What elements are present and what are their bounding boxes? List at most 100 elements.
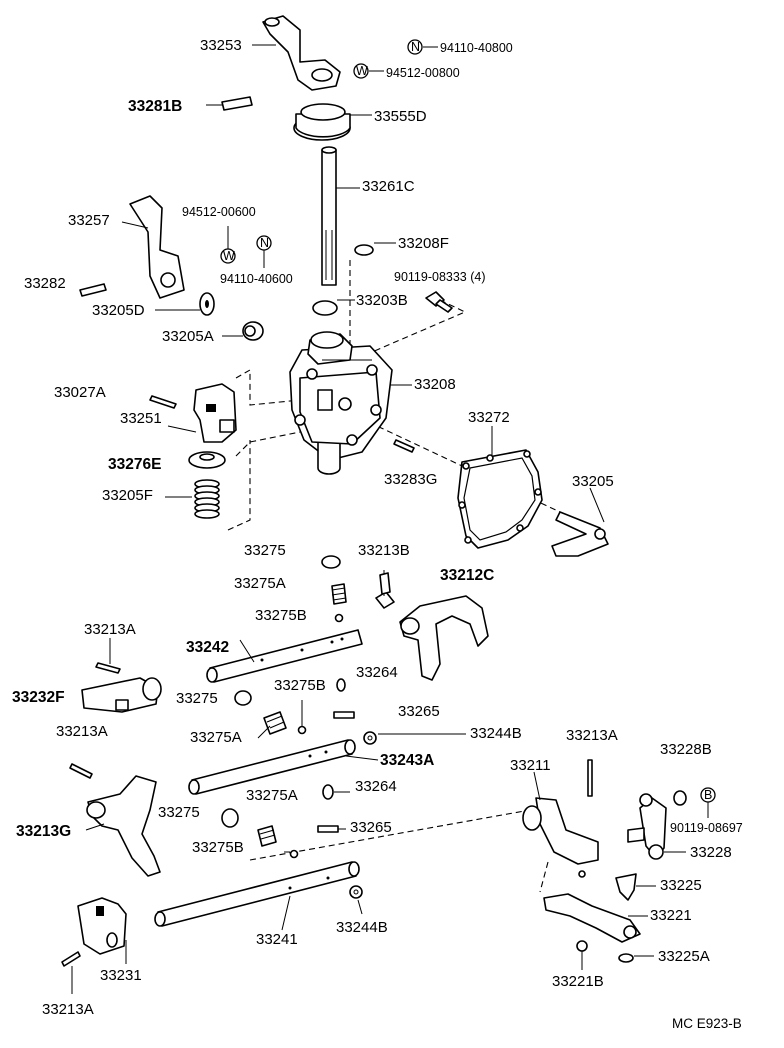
label-33208: 33208 bbox=[414, 376, 456, 393]
rod-33242 bbox=[206, 629, 363, 683]
clip-33244B-a bbox=[363, 731, 377, 745]
label-33253: 33253 bbox=[200, 37, 242, 54]
lever-33205 bbox=[551, 511, 609, 557]
label-94110-40800: 94110-40800 bbox=[440, 41, 513, 55]
bolt-symbol: B bbox=[700, 787, 716, 818]
plug-33275-b bbox=[234, 690, 252, 706]
diagram-code: MC E923-B bbox=[672, 1016, 742, 1031]
washer-symbol-2: W bbox=[220, 226, 236, 264]
label-94512-00800: 94512-00800 bbox=[386, 66, 460, 80]
svg-text:N: N bbox=[411, 40, 420, 54]
label-33213A-d: 33213A bbox=[42, 1001, 94, 1018]
label-33205F: 33205F bbox=[102, 487, 153, 504]
label-94110-40600: 94110-40600 bbox=[220, 272, 293, 286]
bush-33205A bbox=[242, 321, 264, 341]
washer-33276E bbox=[188, 451, 226, 469]
label-33555D: 33555D bbox=[374, 108, 427, 125]
block-33231 bbox=[77, 897, 127, 955]
label-33275A-c: 33275A bbox=[246, 787, 298, 804]
label-33225: 33225 bbox=[660, 877, 702, 894]
label-33212C: 33212C bbox=[440, 567, 494, 584]
label-33213B: 33213B bbox=[358, 542, 410, 559]
pin-33281B bbox=[221, 96, 253, 111]
label-33213A-c: 33213A bbox=[566, 727, 618, 744]
housing-33208 bbox=[289, 331, 393, 475]
rod-33243A bbox=[188, 739, 356, 795]
label-33265-a: 33265 bbox=[398, 703, 440, 720]
nut-symbol-2: N bbox=[256, 235, 272, 268]
rod-33241 bbox=[154, 861, 360, 927]
label-33275B-b: 33275B bbox=[192, 839, 244, 856]
plug-33275-a bbox=[321, 555, 341, 569]
label-33244B-b: 33244B bbox=[336, 919, 388, 936]
label-33243A: 33243A bbox=[380, 752, 434, 769]
clip-33221B bbox=[576, 940, 588, 952]
label-33211: 33211 bbox=[510, 757, 551, 774]
label-90119-08333: 90119-08333 (4) bbox=[394, 270, 486, 284]
label-33205D: 33205D bbox=[92, 302, 145, 319]
fork-33213G bbox=[86, 775, 161, 877]
label-33242: 33242 bbox=[186, 639, 229, 656]
label-33261C: 33261C bbox=[362, 178, 415, 195]
lever-33211 bbox=[522, 797, 599, 878]
clip-33225A bbox=[618, 953, 634, 963]
pin-33213A-a bbox=[95, 662, 121, 674]
ring-33264-a bbox=[336, 678, 346, 692]
label-33272: 33272 bbox=[468, 409, 510, 426]
label-33275-a: 33275 bbox=[244, 542, 286, 559]
spring-33205F bbox=[194, 479, 220, 519]
spring-33275A-b bbox=[263, 711, 287, 735]
gasket-33272 bbox=[457, 449, 543, 549]
head-33232F bbox=[81, 677, 162, 713]
label-33275B-0: 33275B bbox=[274, 677, 326, 694]
spring-33275A-c bbox=[257, 825, 277, 847]
label-33257: 33257 bbox=[68, 212, 110, 229]
label-33241: 33241 bbox=[256, 931, 298, 948]
svg-text:N: N bbox=[260, 236, 269, 250]
label-33276E: 33276E bbox=[108, 456, 161, 473]
svg-text:B: B bbox=[704, 788, 712, 802]
label-33228B: 33228B bbox=[660, 741, 712, 758]
lever-33257 bbox=[129, 195, 185, 299]
label-33275-b: 33275 bbox=[176, 690, 218, 707]
label-33208F: 33208F bbox=[398, 235, 449, 252]
plate-33221 bbox=[543, 893, 641, 943]
label-33205A: 33205A bbox=[162, 328, 214, 345]
shaft-33261C bbox=[321, 146, 337, 286]
cap-33228B bbox=[673, 790, 687, 806]
label-33264-a: 33264 bbox=[356, 664, 398, 681]
ball-33275B-c bbox=[297, 725, 307, 735]
block-33251 bbox=[193, 383, 237, 443]
cap-33555D bbox=[293, 103, 351, 141]
label-33275B-a: 33275B bbox=[255, 607, 307, 624]
washer-symbol: W bbox=[353, 63, 384, 79]
seal-33203B bbox=[312, 300, 338, 316]
pin-33027A bbox=[149, 395, 177, 409]
label-90119-08697: 90119-08697 bbox=[670, 821, 743, 835]
pin-33265-a bbox=[333, 711, 355, 719]
label-33275A-b: 33275A bbox=[190, 729, 242, 746]
spring-33275A-a bbox=[331, 583, 347, 605]
pin-33213A-c bbox=[587, 759, 593, 797]
link-33228 bbox=[627, 793, 667, 860]
nut-symbol: N bbox=[407, 39, 438, 55]
pin-33283G bbox=[393, 439, 415, 453]
pin-33282 bbox=[79, 283, 107, 297]
label-33213G: 33213G bbox=[16, 823, 71, 840]
bolt-90119-08333 bbox=[425, 291, 453, 313]
label-33282: 33282 bbox=[24, 275, 66, 292]
label-94512-00600: 94512-00600 bbox=[182, 205, 256, 219]
fork-33212C bbox=[399, 595, 489, 681]
bolt-33213B bbox=[375, 570, 395, 609]
label-33281B: 33281B bbox=[128, 98, 182, 115]
ball-33275B-b bbox=[289, 849, 299, 859]
label-33283G: 33283G bbox=[384, 471, 437, 488]
svg-text:W: W bbox=[356, 64, 368, 78]
label-33221B: 33221B bbox=[552, 973, 604, 990]
label-33264-b: 33264 bbox=[355, 778, 397, 795]
pin-33265-b bbox=[317, 825, 339, 833]
plug-33275-c bbox=[221, 808, 239, 828]
label-33232F: 33232F bbox=[12, 689, 65, 706]
label-33203B: 33203B bbox=[356, 292, 408, 309]
